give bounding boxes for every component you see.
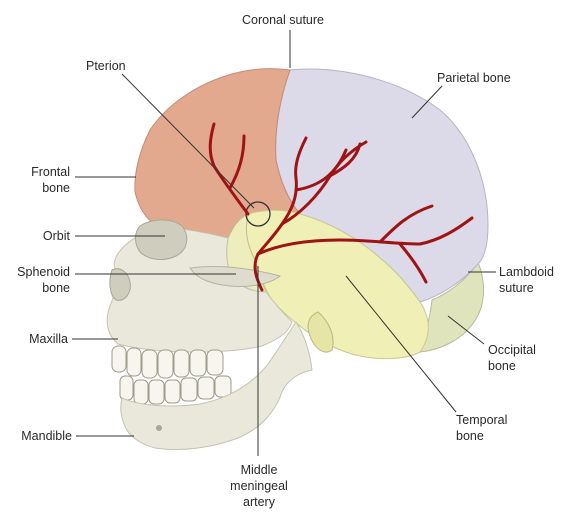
label-pterion: Pterion [86,58,126,74]
label-orbit: Orbit [18,228,70,244]
label-mandible: Mandible [6,428,72,444]
label-middle-meningeal-artery: Middle meningeal artery [228,462,290,510]
label-temporal-bone: Temporal bone [456,412,507,444]
mental-foramen [156,425,162,431]
lower-teeth [120,376,231,404]
label-sphenoid-bone: Sphenoid bone [6,264,70,296]
label-frontal-bone: Frontal bone [18,164,70,196]
label-parietal-bone: Parietal bone [437,70,511,86]
label-maxilla: Maxilla [10,331,68,347]
label-coronal-suture: Coronal suture [242,12,324,28]
orbit-region [136,220,187,259]
label-occipital-bone: Occipital bone [488,342,536,374]
label-lambdoid-suture: Lambdoid suture [499,264,554,296]
